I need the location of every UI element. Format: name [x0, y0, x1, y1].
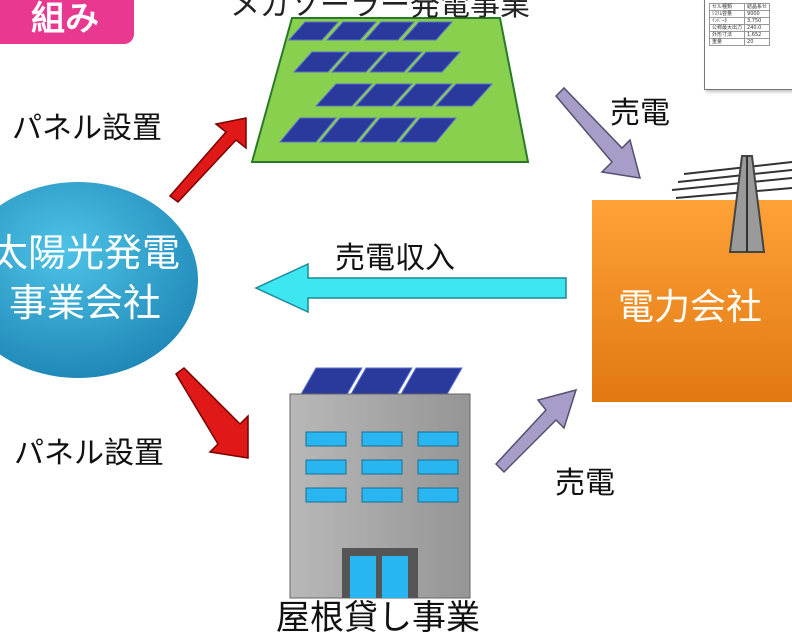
panel-install-label-bottom: パネル設置 — [14, 436, 164, 471]
table-row: セル種類結晶系セ — [708, 3, 771, 11]
title-badge: 組み — [0, 0, 134, 44]
office-building-icon — [289, 367, 471, 599]
arrow-panel-install-top — [168, 117, 247, 204]
spec-key: 重量 — [708, 38, 746, 46]
arrow-sales-revenue — [254, 262, 567, 314]
arrow-panel-install-bottom — [175, 367, 249, 459]
solar-company-ellipse — [0, 182, 198, 378]
power-line-tower-icon — [671, 155, 792, 253]
solar-panel-array-icon — [250, 17, 530, 163]
panel-install-label-top: パネル設置 — [12, 111, 162, 146]
arrow-sell-power-top — [554, 86, 642, 179]
sell-power-label-top: 売電 — [610, 96, 670, 131]
spec-key: ｲﾝﾊﾞｰﾀ — [708, 17, 746, 25]
spec-value: 20 — [744, 38, 771, 46]
spec-key: ｼｽﾃﾑ容量 — [708, 10, 746, 18]
spec-value: 240.0 — [744, 24, 771, 32]
spec-value: 3,750 — [744, 17, 771, 25]
roof-rental-label: 屋根貸し事業 — [276, 598, 480, 638]
spec-key: 公称最大出力 — [708, 24, 746, 32]
arrow-sell-power-bottom — [494, 388, 578, 474]
sell-power-label-bottom: 売電 — [555, 466, 615, 501]
spec-key: 外形寸法 — [708, 31, 746, 39]
spec-value: 1,652 — [744, 31, 771, 39]
spec-value: 9000 — [744, 10, 771, 18]
spec-key: セル種類 — [708, 3, 746, 11]
company-label-line2: 事業会社 — [8, 281, 161, 325]
top-caption: メガソーラー発電事業 — [230, 0, 530, 23]
company-label: 太陽光発電 事業会社 — [0, 228, 200, 328]
company-label-line1: 太陽光発電 — [0, 231, 180, 275]
utility-label: 電力会社 — [617, 287, 762, 328]
spec-value: 結晶系セ — [744, 3, 771, 11]
sales-revenue-label: 売電収入 — [335, 241, 455, 276]
